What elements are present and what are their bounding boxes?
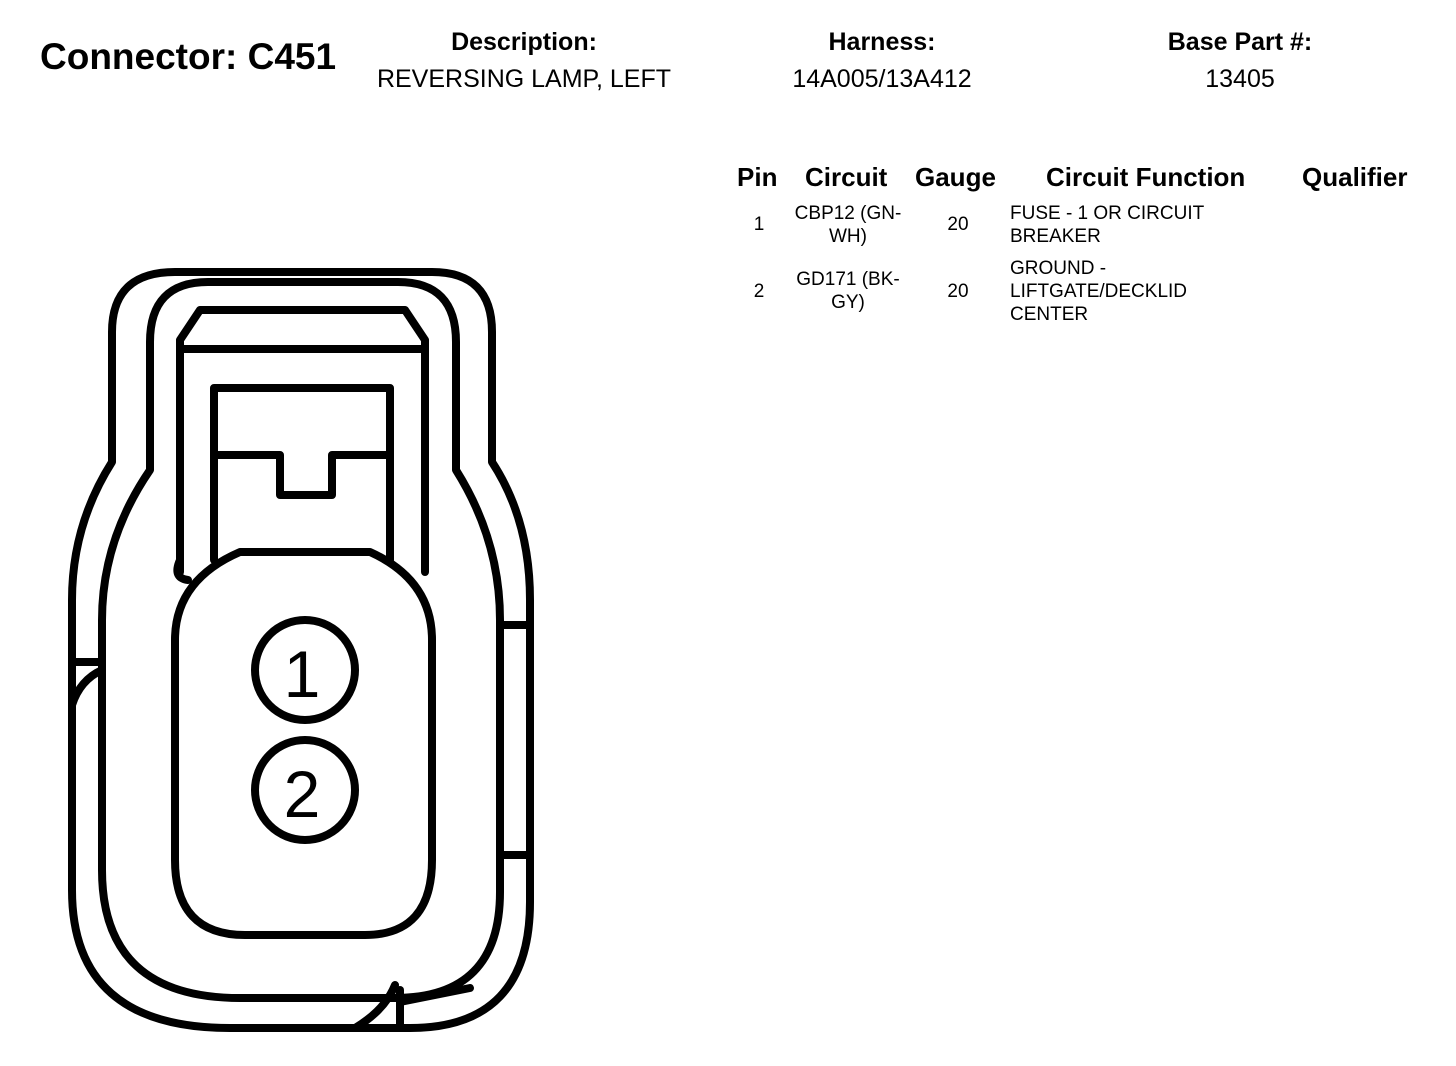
pin-label: 1 [284, 637, 321, 711]
row-function-line: CENTER [1010, 304, 1089, 325]
row-function: GROUND - LIFTGATE/DECKLID CENTER [1010, 257, 1280, 326]
base-part-value: 13405 [1205, 65, 1275, 93]
row-circuit: CBP12 (GN- WH) [778, 202, 918, 248]
row-pin: 1 [753, 214, 765, 235]
row-circuit-line: GY) [831, 292, 865, 313]
row-circuit-line: GD171 (BK- [796, 269, 900, 290]
harness-label: Harness: [828, 28, 936, 56]
col-circuit: Circuit [805, 162, 888, 192]
pin-2-circle [251, 736, 359, 844]
description-value: REVERSING LAMP, LEFT [376, 65, 672, 93]
pin-1-circle [251, 616, 359, 724]
col-gauge: Gauge [915, 162, 996, 192]
row-function: FUSE - 1 OR CIRCUIT BREAKER [1010, 202, 1280, 248]
pin-label: 2 [284, 757, 321, 831]
row-pin: 2 [753, 281, 765, 302]
row-function-line: LIFTGATE/DECKLID [1010, 281, 1188, 302]
latch-curl [173, 556, 192, 584]
connector-face-diagram: 1 2 [68, 268, 534, 1032]
harness-value: 14A005/13A412 [792, 65, 972, 93]
row-circuit-line: WH) [829, 226, 867, 247]
latch-tab [210, 451, 394, 499]
connector-outer-housing [68, 268, 534, 1032]
bottom-key-line [396, 984, 474, 1006]
row-function-line: BREAKER [1010, 226, 1101, 247]
connector-inner-housing [98, 278, 504, 1002]
left-rib-curve [68, 666, 106, 709]
pin-cavity [171, 548, 436, 939]
row-circuit-line: CBP12 (GN- [794, 203, 902, 224]
col-qualifier: Qualifier [1302, 162, 1408, 192]
row-gauge: 20 [947, 281, 969, 302]
base-part-label: Base Part #: [1167, 28, 1313, 56]
bottom-curve [351, 981, 399, 1032]
connector-title: Connector: C451 [40, 36, 337, 77]
row-circuit: GD171 (BK- GY) [778, 268, 918, 314]
row-function-line: FUSE - 1 OR CIRCUIT [1010, 203, 1205, 224]
latch-inner [210, 384, 394, 564]
col-pin: Pin [737, 162, 778, 192]
description-label: Description: [451, 28, 597, 56]
latch-outer [176, 306, 429, 576]
col-circuit-function: Circuit Function [1046, 162, 1246, 192]
row-gauge: 20 [947, 214, 969, 235]
row-function-line: GROUND - [1010, 258, 1107, 279]
